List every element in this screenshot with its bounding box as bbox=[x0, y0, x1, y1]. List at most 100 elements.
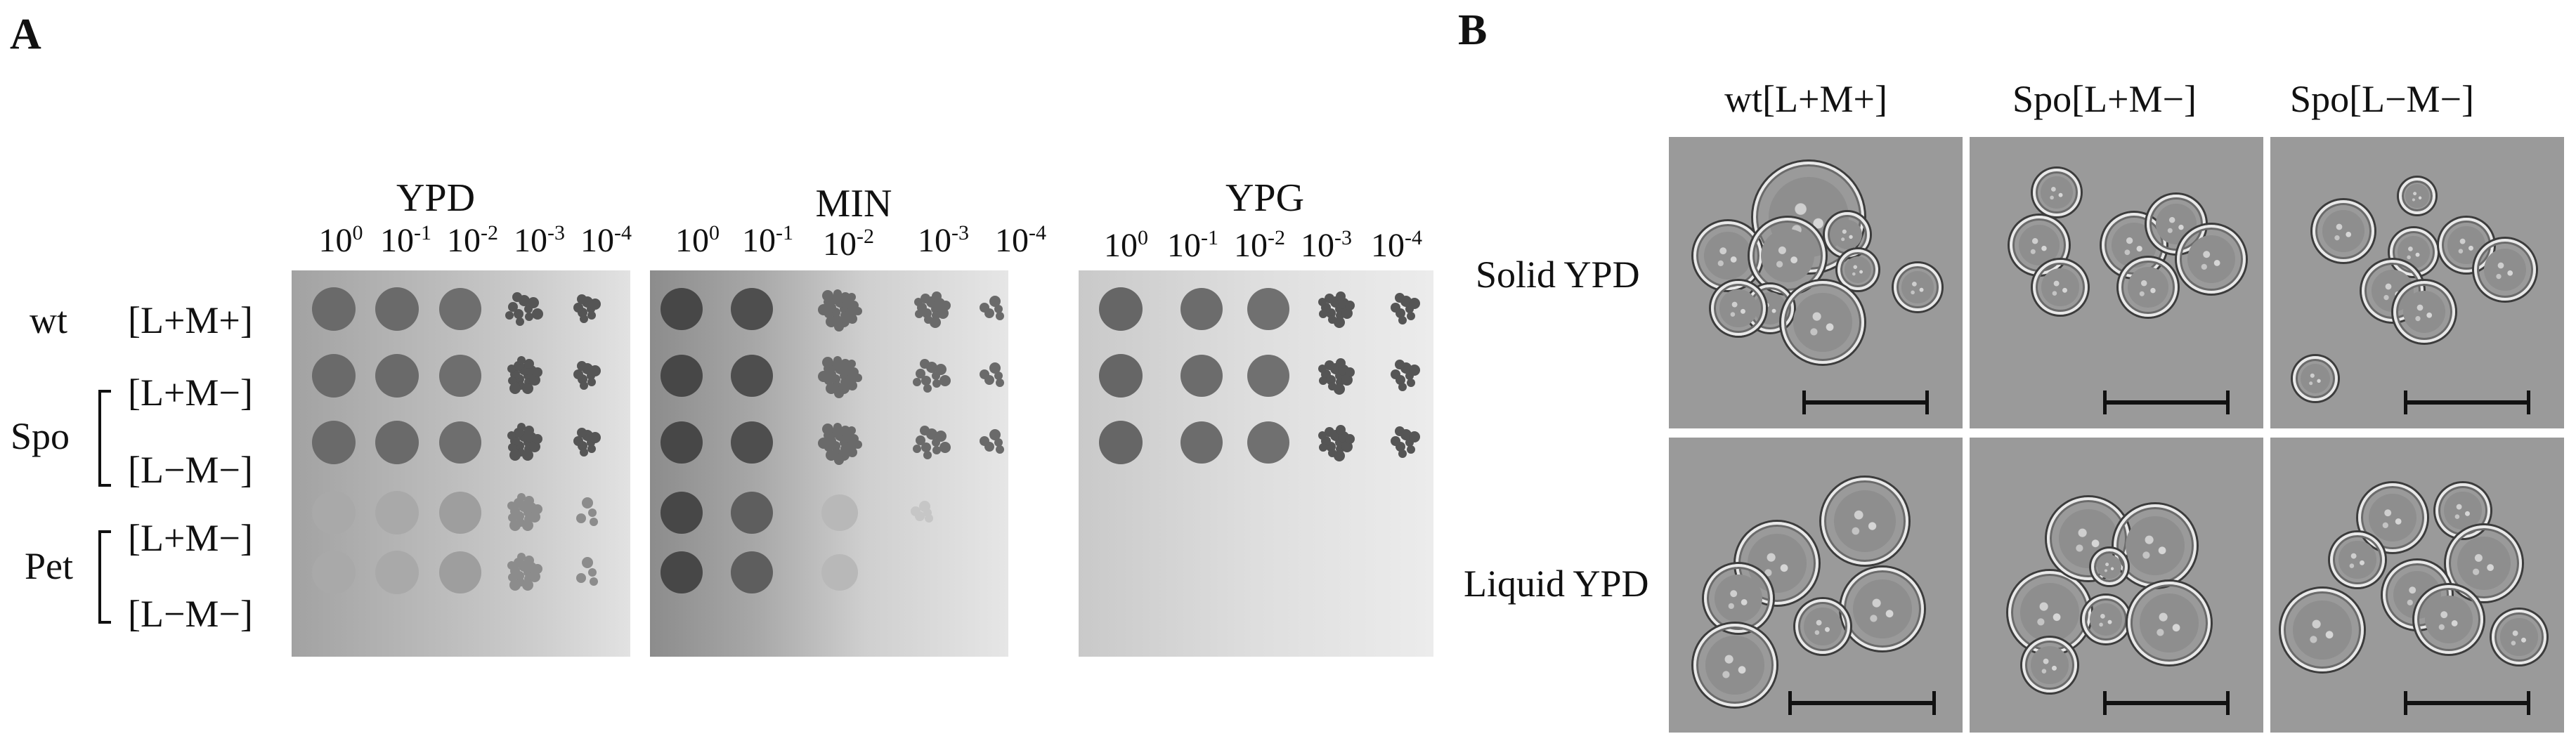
cell-interior bbox=[2041, 268, 2079, 306]
colony-dot bbox=[1325, 360, 1335, 371]
scale-bar bbox=[2103, 391, 2230, 414]
growth-spot bbox=[1180, 288, 1223, 330]
growth-spot bbox=[661, 492, 703, 534]
yeast-cell bbox=[1795, 599, 1850, 654]
panel-b-label: B bbox=[1458, 6, 1488, 54]
micrograph-image bbox=[1970, 438, 2263, 733]
colony-dot bbox=[1318, 431, 1327, 440]
colony-dot bbox=[915, 435, 925, 446]
scale-bar bbox=[2404, 691, 2530, 715]
colony-dot bbox=[533, 367, 543, 378]
growth-spot bbox=[439, 288, 481, 330]
cell-interior bbox=[2187, 235, 2236, 284]
growth-spot bbox=[731, 551, 773, 593]
dilution-label: 10-1 bbox=[742, 221, 793, 259]
growth-spot bbox=[375, 354, 419, 398]
growth-spot bbox=[661, 288, 703, 330]
growth-spot bbox=[312, 551, 356, 594]
yeast-cell bbox=[2362, 260, 2424, 322]
growth-spot bbox=[821, 494, 858, 531]
colony-dot bbox=[573, 369, 583, 379]
yeast-cell bbox=[1704, 564, 1773, 633]
yeast-cell bbox=[2091, 549, 2128, 585]
colony-dot bbox=[509, 519, 521, 531]
cell-interior bbox=[2483, 248, 2527, 291]
colony-dot bbox=[853, 373, 862, 382]
colony-dot bbox=[521, 450, 533, 461]
dilution-label: 10-2 bbox=[1234, 226, 1285, 264]
colony-dot bbox=[575, 513, 586, 523]
cell-interior bbox=[2090, 603, 2122, 636]
colony-dot bbox=[573, 302, 583, 313]
yeast-cell bbox=[2393, 281, 2455, 343]
plate-image-ypd bbox=[292, 270, 630, 657]
strain-label-pet: Pet bbox=[25, 545, 74, 587]
colony-dot bbox=[980, 369, 990, 379]
cell-interior bbox=[1761, 229, 1814, 282]
colony-dot bbox=[580, 448, 589, 457]
dilution-label: 10-4 bbox=[995, 221, 1046, 259]
yeast-cell bbox=[2033, 260, 2088, 315]
cell-interior bbox=[2126, 516, 2185, 575]
growth-spot bbox=[661, 421, 703, 464]
colony-dot bbox=[1390, 435, 1400, 446]
genotype-label: [L−M−] bbox=[128, 449, 253, 491]
colony-dot bbox=[847, 447, 857, 458]
colony-dot bbox=[580, 381, 589, 391]
colony-dot bbox=[1406, 379, 1415, 388]
colony-dot bbox=[995, 445, 1004, 454]
cell-interior bbox=[1901, 271, 1934, 303]
cell-interior bbox=[1793, 293, 1852, 352]
cell-interior bbox=[1703, 231, 1752, 280]
colony-dot bbox=[1318, 310, 1327, 319]
colony-dot bbox=[588, 508, 597, 517]
cell-interior bbox=[2300, 363, 2331, 394]
yeast-cell bbox=[2281, 589, 2364, 671]
yeast-cell bbox=[1821, 478, 1908, 565]
growth-spot bbox=[439, 421, 481, 464]
colony-dot bbox=[580, 315, 589, 324]
cell-interior bbox=[1705, 636, 1764, 695]
yeast-cell bbox=[2147, 195, 2206, 254]
growth-spot bbox=[821, 554, 858, 591]
cell-interior bbox=[2447, 226, 2485, 264]
micrograph-column-label: Spo[L−M−] bbox=[2290, 78, 2474, 120]
cell-interior bbox=[1853, 579, 1912, 638]
colony-dot bbox=[533, 564, 543, 575]
colony-dot bbox=[507, 501, 516, 511]
colony-dot bbox=[1318, 364, 1327, 373]
colony-dot bbox=[994, 305, 1003, 313]
colony-dot bbox=[822, 289, 834, 301]
yeast-cell bbox=[1746, 284, 1794, 332]
colony-dot bbox=[523, 426, 534, 436]
yeast-cell bbox=[1711, 281, 1766, 336]
yeast-cell bbox=[2414, 585, 2483, 654]
colony-dot bbox=[1345, 367, 1355, 377]
micrograph-row-label: Liquid YPD bbox=[1464, 563, 1649, 605]
colony-dot bbox=[1334, 317, 1346, 329]
colony-dot bbox=[1398, 316, 1407, 325]
growth-spot bbox=[1099, 421, 1143, 464]
strain-label-spo: Spo bbox=[11, 415, 70, 457]
colony-dot bbox=[1318, 297, 1327, 306]
colony-dot bbox=[921, 375, 931, 386]
cell-interior bbox=[2293, 601, 2352, 660]
micrograph-image bbox=[1669, 438, 1963, 733]
growth-spot bbox=[312, 491, 356, 534]
colony-dot bbox=[587, 310, 596, 320]
growth-spot bbox=[1099, 287, 1143, 331]
colony-dot bbox=[911, 506, 921, 516]
colony-dot bbox=[817, 371, 829, 383]
cell-interior bbox=[2322, 209, 2365, 253]
panel-a-label: A bbox=[10, 11, 41, 58]
colony-dot bbox=[915, 369, 925, 379]
colony-dot bbox=[507, 431, 516, 440]
colony-dot bbox=[516, 356, 526, 365]
strain-label-wt: wt bbox=[30, 299, 67, 341]
colony-dot bbox=[523, 556, 534, 566]
colony-dot bbox=[587, 444, 596, 453]
cell-interior bbox=[2031, 646, 2069, 684]
growth-spot bbox=[439, 355, 481, 397]
colony-dot bbox=[507, 561, 516, 570]
colony-dot bbox=[1334, 450, 1346, 462]
